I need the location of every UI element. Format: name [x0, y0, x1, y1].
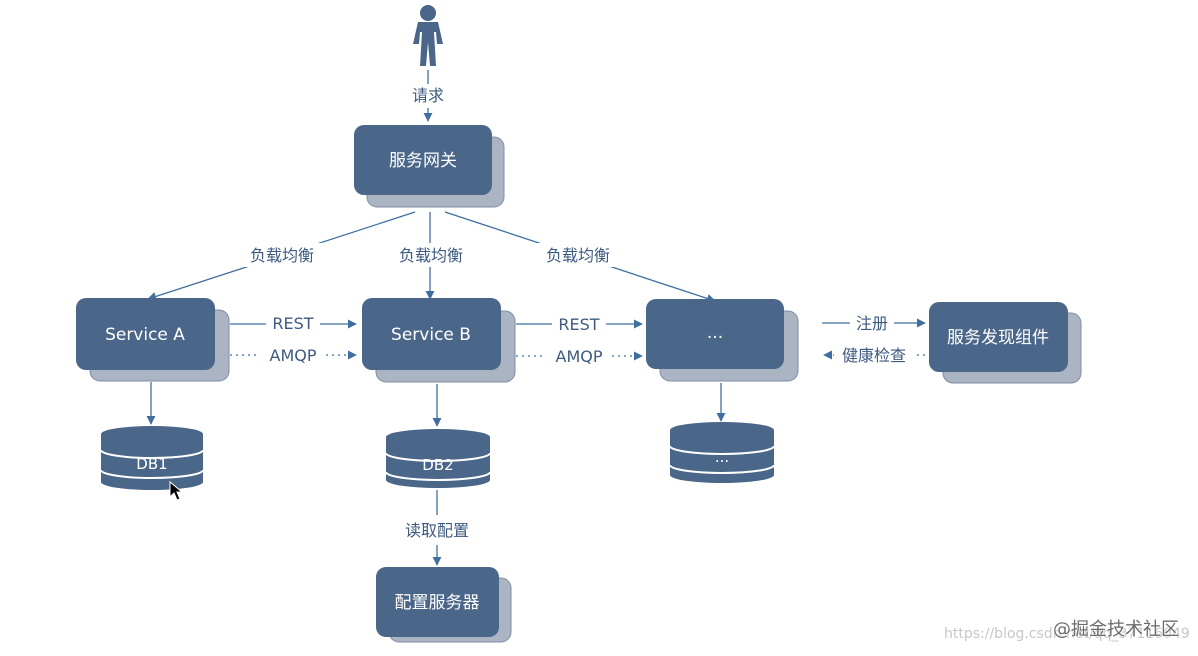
label-amqp-ab: AMQP [270, 346, 317, 365]
person-icon [413, 5, 443, 66]
watermark-brand: @掘金技术社区 [1053, 619, 1179, 640]
label-amqp-b-more: AMQP [556, 347, 603, 366]
db1-label: DB1 [136, 455, 167, 473]
node-service-b: Service B [362, 298, 516, 383]
label-rest-b-more: REST [558, 315, 599, 334]
node-discovery: 服务发现组件 [929, 302, 1082, 384]
label-request: 请求 [412, 86, 444, 105]
discovery-label: 服务发现组件 [947, 328, 1049, 348]
service-b-label: Service B [391, 325, 471, 345]
database-more: ... [669, 422, 775, 483]
config-server-label: 配置服务器 [395, 593, 480, 613]
db-more-label: ... [715, 448, 729, 466]
watermark-url: https://blog.csdn.net/qq_37116049 [944, 626, 1190, 642]
edges [146, 70, 926, 566]
node-service-more: ... [646, 299, 799, 382]
db2-label: DB2 [422, 456, 453, 474]
label-lb-left: 负载均衡 [250, 246, 314, 265]
database-db1: DB1 [100, 426, 204, 490]
gateway-label: 服务网关 [389, 151, 457, 171]
label-register: 注册 [856, 314, 888, 333]
mouse-pointer-icon [169, 480, 184, 501]
service-a-label: Service A [105, 325, 185, 345]
node-config-server: 配置服务器 [376, 567, 512, 643]
label-lb-right: 负载均衡 [546, 246, 610, 265]
label-health-check: 健康检查 [842, 346, 906, 365]
label-rest-ab: REST [272, 314, 313, 333]
node-service-a: Service A [76, 298, 230, 382]
edge-labels: 请求 负载均衡 负载均衡 负载均衡 REST AMQP REST AMQP 注册… [240, 84, 914, 542]
label-read-config: 读取配置 [405, 521, 469, 540]
service-more-label: ... [707, 323, 723, 343]
node-gateway: 服务网关 [354, 125, 505, 208]
database-db2: DB2 [385, 429, 491, 488]
label-lb-center: 负载均衡 [399, 246, 463, 265]
